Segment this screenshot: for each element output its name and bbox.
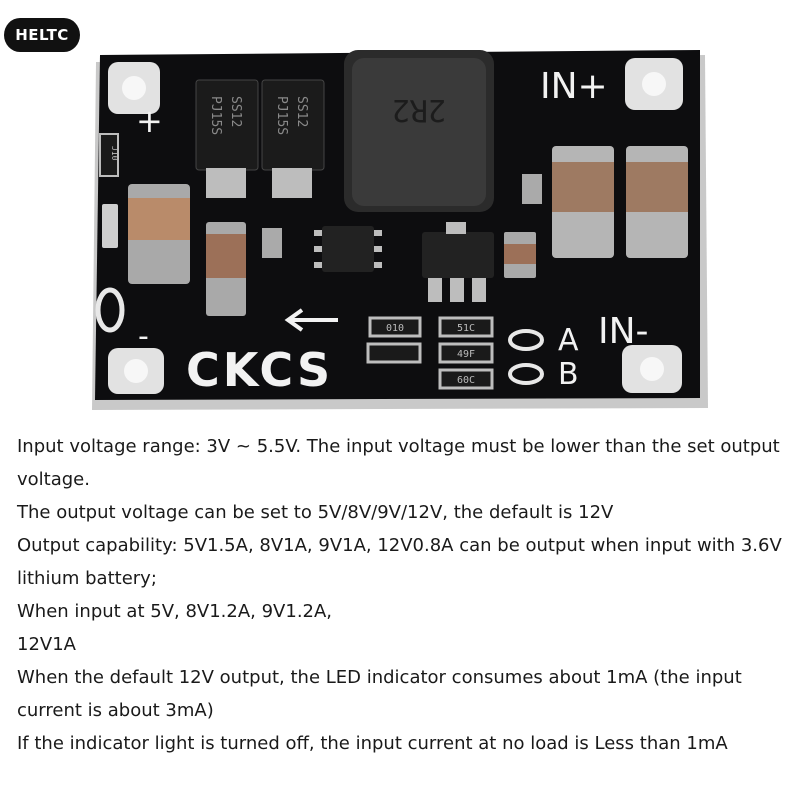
resistor-small xyxy=(262,228,282,258)
capacitor-right-1 xyxy=(552,146,614,258)
resistor-60c-marking: 60C xyxy=(457,375,475,386)
capacitor-right-2 xyxy=(626,146,688,258)
ic-chip-1 xyxy=(314,226,382,272)
label-in-minus: IN- xyxy=(598,311,649,352)
resistor-60c: 60C xyxy=(438,368,494,390)
capacitor-left xyxy=(128,184,190,284)
resistor-51c-marking: 51C xyxy=(457,323,475,334)
label-b: B xyxy=(558,357,579,392)
resistor-49f: 49F xyxy=(438,342,494,364)
product-description: Input voltage range: 3V ~ 5.5V. The inpu… xyxy=(17,430,787,760)
label-plus: + xyxy=(136,102,163,140)
brand-mark: CKCS xyxy=(186,343,333,397)
pad-left xyxy=(95,287,125,333)
resistor-j10-marking: J10 xyxy=(110,146,119,161)
diode-2-marking: PJ15S xyxy=(274,96,289,135)
desc-line: The output voltage can be set to 5V/8V/9… xyxy=(17,502,614,523)
desc-line: Output capability: 5V1.5A, 8V1A, 9V1A, 1… xyxy=(17,535,782,589)
resistor-010: 010 xyxy=(368,316,422,338)
pad-b xyxy=(508,363,544,385)
desc-line: 12V1A xyxy=(17,634,76,655)
resistor-j10: J10 xyxy=(99,133,119,177)
pad-a xyxy=(508,329,544,351)
desc-line: Input voltage range: 3V ~ 5.5V. The inpu… xyxy=(17,436,780,490)
diode-1: PJ15S SS12 xyxy=(195,79,259,198)
diode-2: PJ15S SS12 xyxy=(261,79,325,198)
circuit-board-image: 2R2 PJ15S SS12 PJ15S SS12 xyxy=(92,50,708,410)
desc-line: If the indicator light is turned off, th… xyxy=(17,733,728,754)
mounting-hole-bottom-left xyxy=(108,348,164,394)
mounting-hole-bottom-right xyxy=(622,345,682,393)
capacitor-small xyxy=(504,232,536,278)
diode-1-marking-b: SS12 xyxy=(228,96,243,127)
capacitor-mid xyxy=(206,222,246,316)
resistor-010-marking: 010 xyxy=(386,323,404,334)
desc-line: When the default 12V output, the LED ind… xyxy=(17,667,742,721)
resistor-blank xyxy=(366,342,422,364)
label-in-plus: IN+ xyxy=(540,66,608,107)
brand-logo: HELTC xyxy=(4,18,80,52)
led-indicator xyxy=(102,204,118,248)
resistor-51c: 51C xyxy=(438,316,494,338)
label-a: A xyxy=(558,323,579,358)
ic-chip-2 xyxy=(422,222,494,302)
desc-line: When input at 5V, 8V1.2A, 9V1.2A, xyxy=(17,601,333,622)
inductor: 2R2 xyxy=(344,50,494,212)
mounting-hole-top-left xyxy=(108,62,160,114)
inductor-marking: 2R2 xyxy=(392,92,446,127)
resistor-49f-marking: 49F xyxy=(457,349,475,360)
product-photo: 2R2 PJ15S SS12 PJ15S SS12 xyxy=(4,18,708,410)
mounting-hole-top-right xyxy=(625,58,683,110)
resistor-small-2 xyxy=(522,174,542,204)
arrow-icon xyxy=(284,308,338,332)
label-minus: - xyxy=(138,319,149,354)
diode-2-marking-b: SS12 xyxy=(294,96,309,127)
diode-1-marking: PJ15S xyxy=(208,96,223,135)
